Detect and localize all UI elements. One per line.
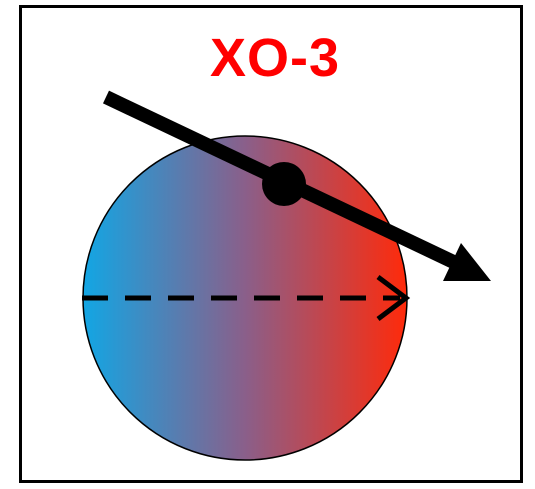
diagram-title: XO-3 bbox=[150, 28, 400, 88]
transiting-planet-dot-icon bbox=[262, 162, 306, 206]
